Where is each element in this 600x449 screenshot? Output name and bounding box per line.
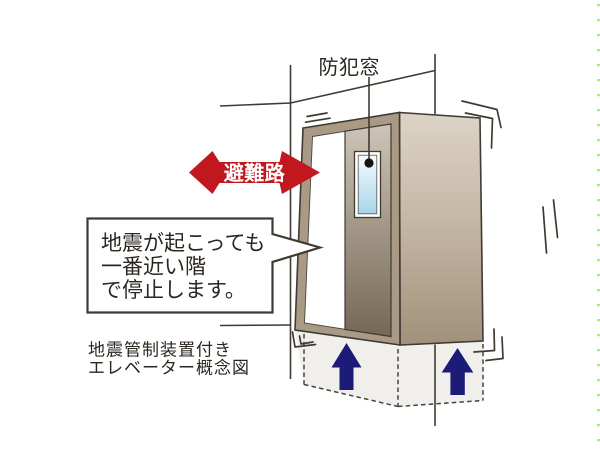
elevator-car [294, 111, 484, 346]
caption-line-2: エレベーター概念図 [88, 358, 250, 378]
shake-mark-right-middle [542, 199, 559, 254]
up-arrows [331, 343, 474, 395]
car-side-face [398, 111, 484, 346]
security-window-callout: 防犯窓 [319, 56, 381, 168]
bubble-line-2: 一番近い階 [101, 255, 206, 279]
shake-mark-top-left [304, 112, 331, 124]
wall-top-diagonal [290, 69, 436, 104]
speech-bubble: 地震が起こっても 一番近い階 で停止します。 [86, 217, 324, 314]
shake-mark-top-right [461, 100, 502, 149]
evacuation-route-arrow: 避難路 [189, 151, 320, 194]
bubble-line-1: 地震が起こっても [101, 231, 265, 255]
evacuation-route-label: 避難路 [224, 161, 286, 185]
double-arrow-shape [189, 151, 320, 194]
security-window-glass [357, 154, 378, 215]
caption-line-1: 地震管制装置付き [88, 341, 232, 360]
vibration-marks [291, 100, 559, 362]
up-arrow-left [331, 343, 362, 390]
wall-bottom-edge [219, 324, 291, 327]
diagram-caption: 地震管制装置付き エレベーター概念図 [88, 341, 250, 378]
shake-mark-bottom-left [291, 331, 317, 348]
wall-top-edge [219, 102, 291, 107]
security-window-label: 防犯窓 [319, 56, 381, 79]
ghost-position-outline [303, 334, 484, 408]
up-arrow-right [441, 348, 474, 395]
bubble-line-3: で停止します。 [101, 278, 246, 302]
leader-dot [364, 158, 374, 168]
speech-bubble-shape [86, 217, 324, 314]
shake-mark-bottom-right [473, 328, 504, 362]
shaft-wall-lines [219, 54, 436, 379]
